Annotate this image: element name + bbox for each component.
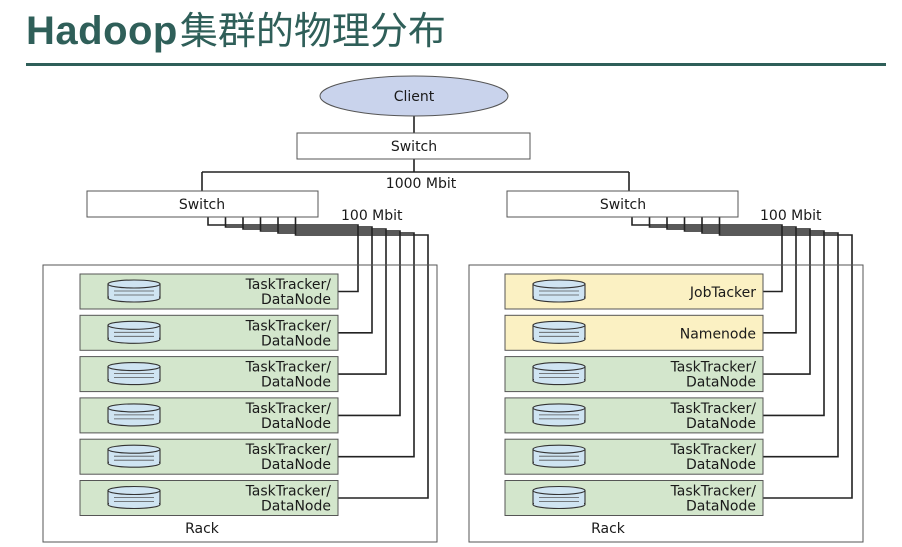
node-label-line1: TaskTracker/	[670, 360, 757, 376]
disk-icon	[532, 403, 586, 427]
disk-icon	[107, 279, 161, 303]
node-label: Namenode	[680, 326, 756, 342]
wire-rack1-node2	[666, 217, 811, 375]
downlink-speed-left-label: 100 Mbit	[341, 208, 403, 224]
title-prefix: Hadoop	[26, 9, 178, 53]
worker-node: TaskTracker/DataNode	[504, 438, 764, 475]
worker-node: TaskTracker/DataNode	[79, 356, 339, 393]
core-switch-label: Switch	[391, 139, 437, 155]
worker-node: TaskTracker/DataNode	[504, 356, 764, 393]
wire-rack1-node0	[631, 217, 783, 293]
node-label-line2: DataNode	[261, 292, 331, 308]
node-label-line2: DataNode	[686, 499, 756, 515]
wire-rack0-node0	[207, 217, 359, 293]
node-label-line1: TaskTracker/	[670, 484, 757, 500]
node-label-line2: DataNode	[686, 457, 756, 473]
core-switch	[296, 132, 531, 160]
worker-node: TaskTracker/DataNode	[79, 397, 339, 434]
disk-icon	[107, 320, 161, 344]
rack-left	[42, 264, 438, 543]
wire-rack0-node3	[259, 217, 401, 417]
worker-node: TaskTracker/DataNode	[79, 480, 339, 516]
node-label-line1: TaskTracker/	[245, 277, 332, 293]
wire-rack0-node1	[224, 217, 373, 334]
node-label-line2: DataNode	[686, 416, 756, 432]
wire-rack1-node4	[701, 217, 839, 458]
master-node: Namenode	[504, 314, 764, 351]
disk-icon	[532, 444, 586, 468]
node-label: JobTacker	[689, 285, 756, 301]
node-label-line1: TaskTracker/	[245, 401, 332, 417]
node-label-line1: TaskTracker/	[245, 484, 332, 500]
wire-rack1-node1	[648, 217, 797, 334]
worker-node: TaskTracker/DataNode	[504, 480, 764, 516]
disk-icon	[532, 279, 586, 303]
rack-switch-right	[506, 190, 739, 218]
downlink-speed-right-label: 100 Mbit	[760, 208, 822, 224]
disk-icon	[107, 485, 161, 510]
wire-rack0-node4	[277, 217, 415, 458]
wire-rack1-node3	[683, 217, 825, 417]
disk-icon	[532, 485, 586, 510]
rack-switch-right-label: Switch	[600, 197, 646, 213]
disk-icon	[532, 320, 586, 344]
master-node: JobTacker	[504, 273, 764, 310]
worker-node: TaskTracker/DataNode	[504, 397, 764, 434]
disk-icon	[107, 444, 161, 468]
client-label: Client	[394, 89, 435, 105]
rack-switch-left-label: Switch	[179, 197, 225, 213]
node-label-line2: DataNode	[261, 333, 331, 349]
node-label-line2: DataNode	[261, 375, 331, 391]
node-label-line1: TaskTracker/	[245, 442, 332, 458]
title-divider	[26, 63, 886, 66]
disk-icon	[107, 403, 161, 427]
node-label-line2: DataNode	[261, 416, 331, 432]
disk-icon	[107, 362, 161, 386]
node-label-line2: DataNode	[261, 499, 331, 515]
disk-icon	[532, 362, 586, 386]
node-label-line1: TaskTracker/	[245, 318, 332, 334]
node-label-line1: TaskTracker/	[245, 360, 332, 376]
wire-rack0-node5	[294, 217, 429, 499]
node-label-line2: DataNode	[686, 375, 756, 391]
rack-switch-left	[86, 190, 319, 218]
network-wires	[201, 116, 853, 499]
worker-node: TaskTracker/DataNode	[79, 438, 339, 475]
wire-rack1-node5	[718, 217, 853, 499]
rack-right-label: Rack	[591, 521, 626, 537]
worker-node: TaskTracker/DataNode	[79, 314, 339, 351]
client-node	[319, 75, 509, 117]
node-label-line1: TaskTracker/	[670, 442, 757, 458]
node-label-line1: TaskTracker/	[670, 401, 757, 417]
node-label-line2: DataNode	[261, 457, 331, 473]
wire-rack0-node2	[242, 217, 387, 375]
rack-left-label: Rack	[185, 521, 220, 537]
uplink-speed-label: 1000 Mbit	[386, 176, 457, 192]
title-suffix: 集群的物理分布	[179, 9, 446, 53]
worker-node: TaskTracker/DataNode	[79, 273, 339, 310]
rack-right	[468, 264, 864, 543]
rack-nodes: TaskTracker/DataNodeTaskTracker/DataNode…	[79, 273, 764, 516]
